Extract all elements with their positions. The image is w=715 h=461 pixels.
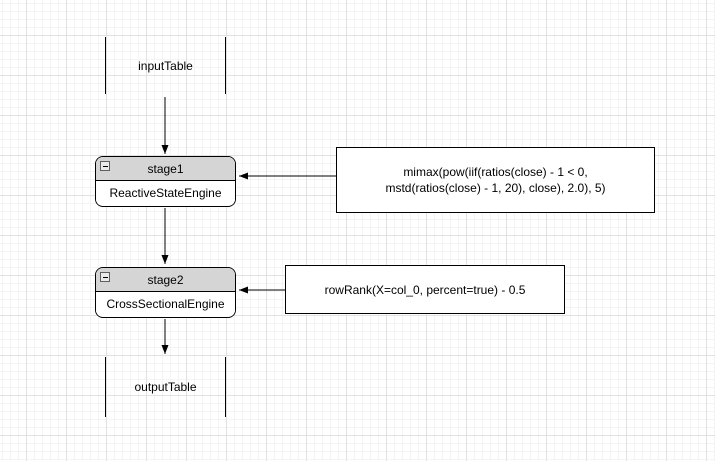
- stage2-header: stage2: [96, 268, 235, 292]
- stage2-formula-box[interactable]: rowRank(X=col_0, percent=true) - 0.5: [285, 265, 565, 314]
- node-stage1[interactable]: stage1 ReactiveStateEngine: [95, 156, 236, 207]
- stage1-header: stage1: [96, 157, 235, 181]
- node-stage2[interactable]: stage2 CrossSectionalEngine: [95, 267, 236, 318]
- stage1-engine-label: ReactiveStateEngine: [109, 186, 222, 200]
- stage1-formula-line2: mstd(ratios(close) - 1, 20), close), 2.0…: [385, 181, 606, 195]
- output-table-label: outputTable: [134, 380, 197, 394]
- stage2-engine-label: CrossSectionalEngine: [106, 297, 225, 311]
- stage2-title: stage2: [147, 272, 184, 287]
- input-table-label: inputTable: [138, 58, 193, 73]
- stage1-formula-line1: mimax(pow(iif(ratios(close) - 1 < 0,: [403, 165, 588, 179]
- minus-glyph: [102, 276, 108, 278]
- minus-glyph: [102, 165, 108, 167]
- stage2-body: CrossSectionalEngine: [96, 292, 235, 316]
- stage1-formula-box[interactable]: mimax(pow(iif(ratios(close) - 1 < 0, mst…: [336, 147, 655, 213]
- node-input-table[interactable]: inputTable: [105, 37, 226, 94]
- stage1-title: stage1: [147, 161, 184, 176]
- node-output-table[interactable]: outputTable: [105, 357, 226, 417]
- collapse-icon[interactable]: [100, 272, 110, 282]
- stage2-formula-text: rowRank(X=col_0, percent=true) - 0.5: [324, 282, 526, 297]
- stage1-body: ReactiveStateEngine: [96, 181, 235, 205]
- collapse-icon[interactable]: [100, 161, 110, 171]
